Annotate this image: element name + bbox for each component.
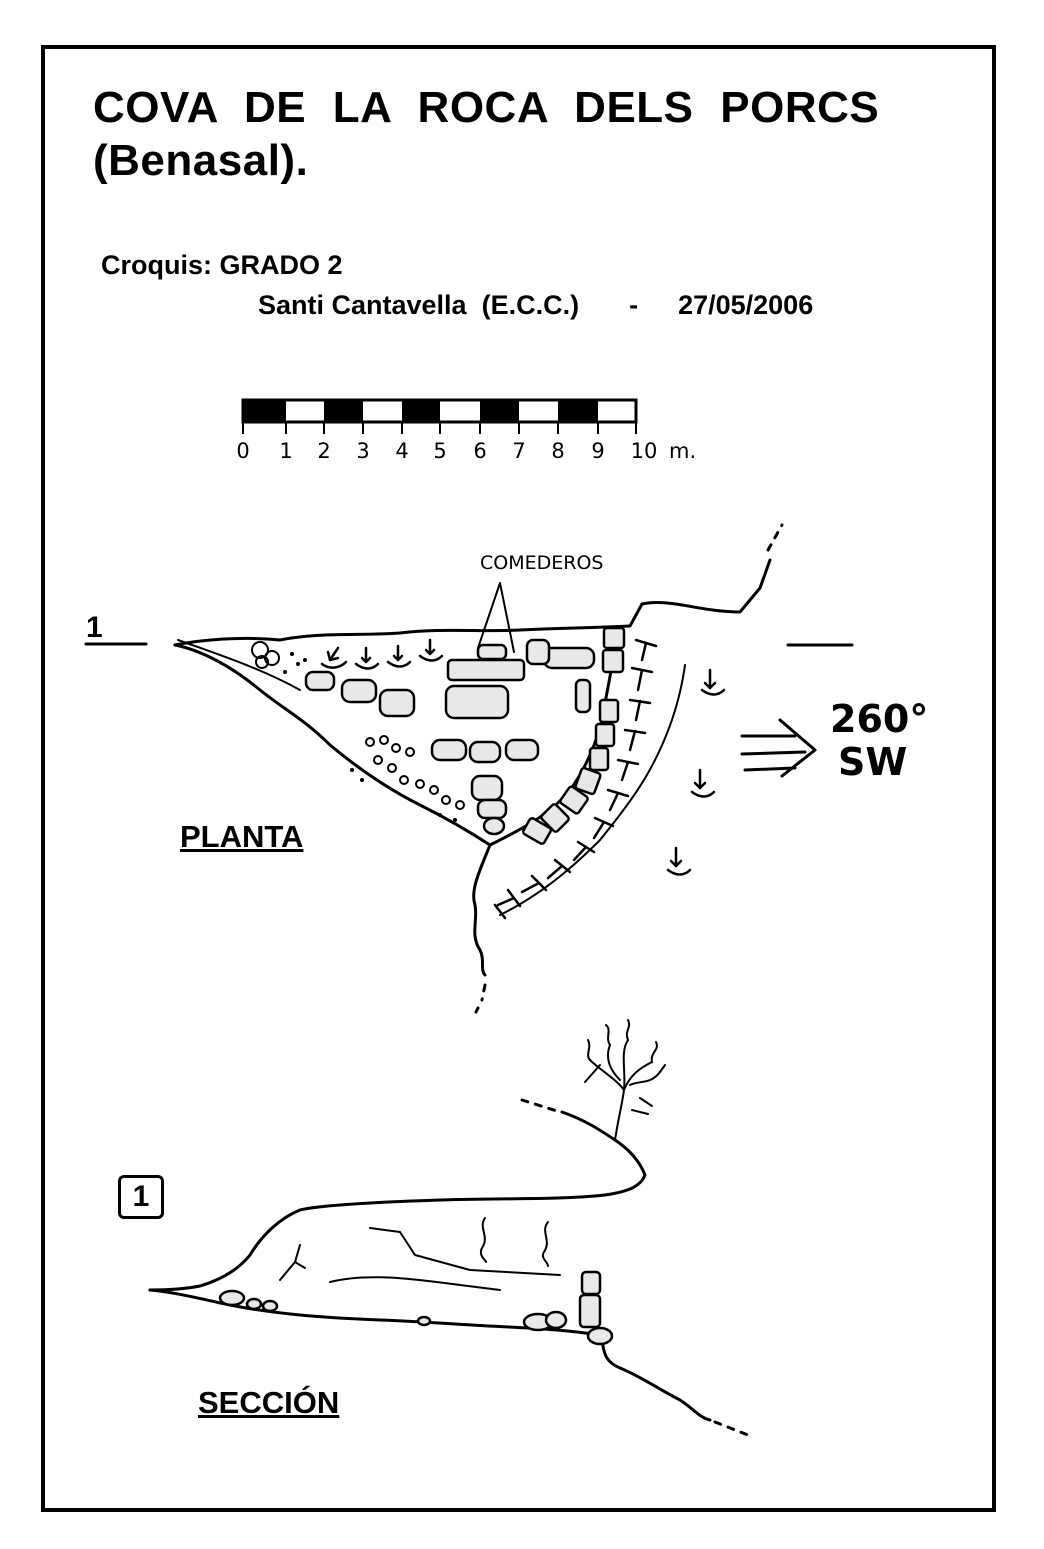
scale-tick-label: 3 <box>356 439 369 463</box>
scale-tick-label: 8 <box>551 439 564 463</box>
scale-tick-label: 4 <box>395 439 408 463</box>
shrub-drawing <box>584 1019 666 1141</box>
scale-tick-label: 5 <box>433 439 446 463</box>
title-line-2: (Benasal). <box>93 135 309 185</box>
scale-tick-label: 6 <box>473 439 486 463</box>
plan-upper-dashes <box>766 523 784 552</box>
scale-bar: 0 1 2 3 4 5 6 7 8 9 10 m. <box>236 398 696 463</box>
scale-tick-label: 0 <box>236 439 249 463</box>
bearing-degrees: 260° <box>830 697 928 741</box>
author-name: Santi Cantavella (E.C.C.) <box>258 290 580 320</box>
drawing-frame <box>41 45 996 1512</box>
section-lower-slope <box>598 1333 712 1422</box>
cave-title: COVA DE LA ROCA DELS PORCS (Benasal). <box>93 82 879 188</box>
scale-segment <box>324 400 363 422</box>
scale-segment <box>558 400 598 422</box>
section-surface <box>148 1110 647 1292</box>
section-lower-dashes <box>713 1420 750 1437</box>
scale-tick-label: 2 <box>317 439 330 463</box>
scale-tick-label: 9 <box>591 439 604 463</box>
section-cut-number: 1 <box>118 1175 164 1219</box>
plan-label: PLANTA <box>180 819 304 854</box>
scale-tick-label: 10 <box>631 439 658 463</box>
croquis-grade: Croquis: GRADO 2 <box>101 250 343 280</box>
scale-tick-label: 7 <box>512 439 525 463</box>
author-dash: - <box>629 290 639 320</box>
bearing-direction: SW <box>838 740 907 784</box>
plan-lower-wall <box>472 843 492 977</box>
annotation-comederos: COMEDEROS <box>480 552 603 574</box>
plan-cut-number: 1 <box>86 611 103 644</box>
annotation-pointer <box>477 582 515 653</box>
scale-tick-label: 1 <box>279 439 292 463</box>
scale-unit: m. <box>669 439 696 463</box>
plan-lower-dashes <box>474 983 487 1014</box>
scale-segment <box>402 400 440 422</box>
title-line-1: COVA DE LA ROCA DELS PORCS <box>93 83 880 132</box>
plan-dripline-outer <box>499 664 686 916</box>
plan-view <box>84 523 854 1014</box>
scale-segment <box>480 400 519 422</box>
feeding-trough <box>446 658 526 682</box>
section-ceiling-crack <box>369 1227 561 1276</box>
author-line: Santi Cantavella (E.C.C.) - 27/05/2006 <box>258 290 813 321</box>
plan-drip-line <box>177 639 301 691</box>
survey-date: 27/05/2006 <box>678 290 814 320</box>
scale-segment <box>243 400 286 422</box>
section-view <box>148 1019 750 1437</box>
plan-left-wall <box>173 558 772 647</box>
direction-arrow <box>740 718 817 778</box>
section-floor-crack <box>329 1276 501 1291</box>
section-surface-dashes <box>520 1098 562 1114</box>
section-label: SECCIÓN <box>198 1385 340 1420</box>
